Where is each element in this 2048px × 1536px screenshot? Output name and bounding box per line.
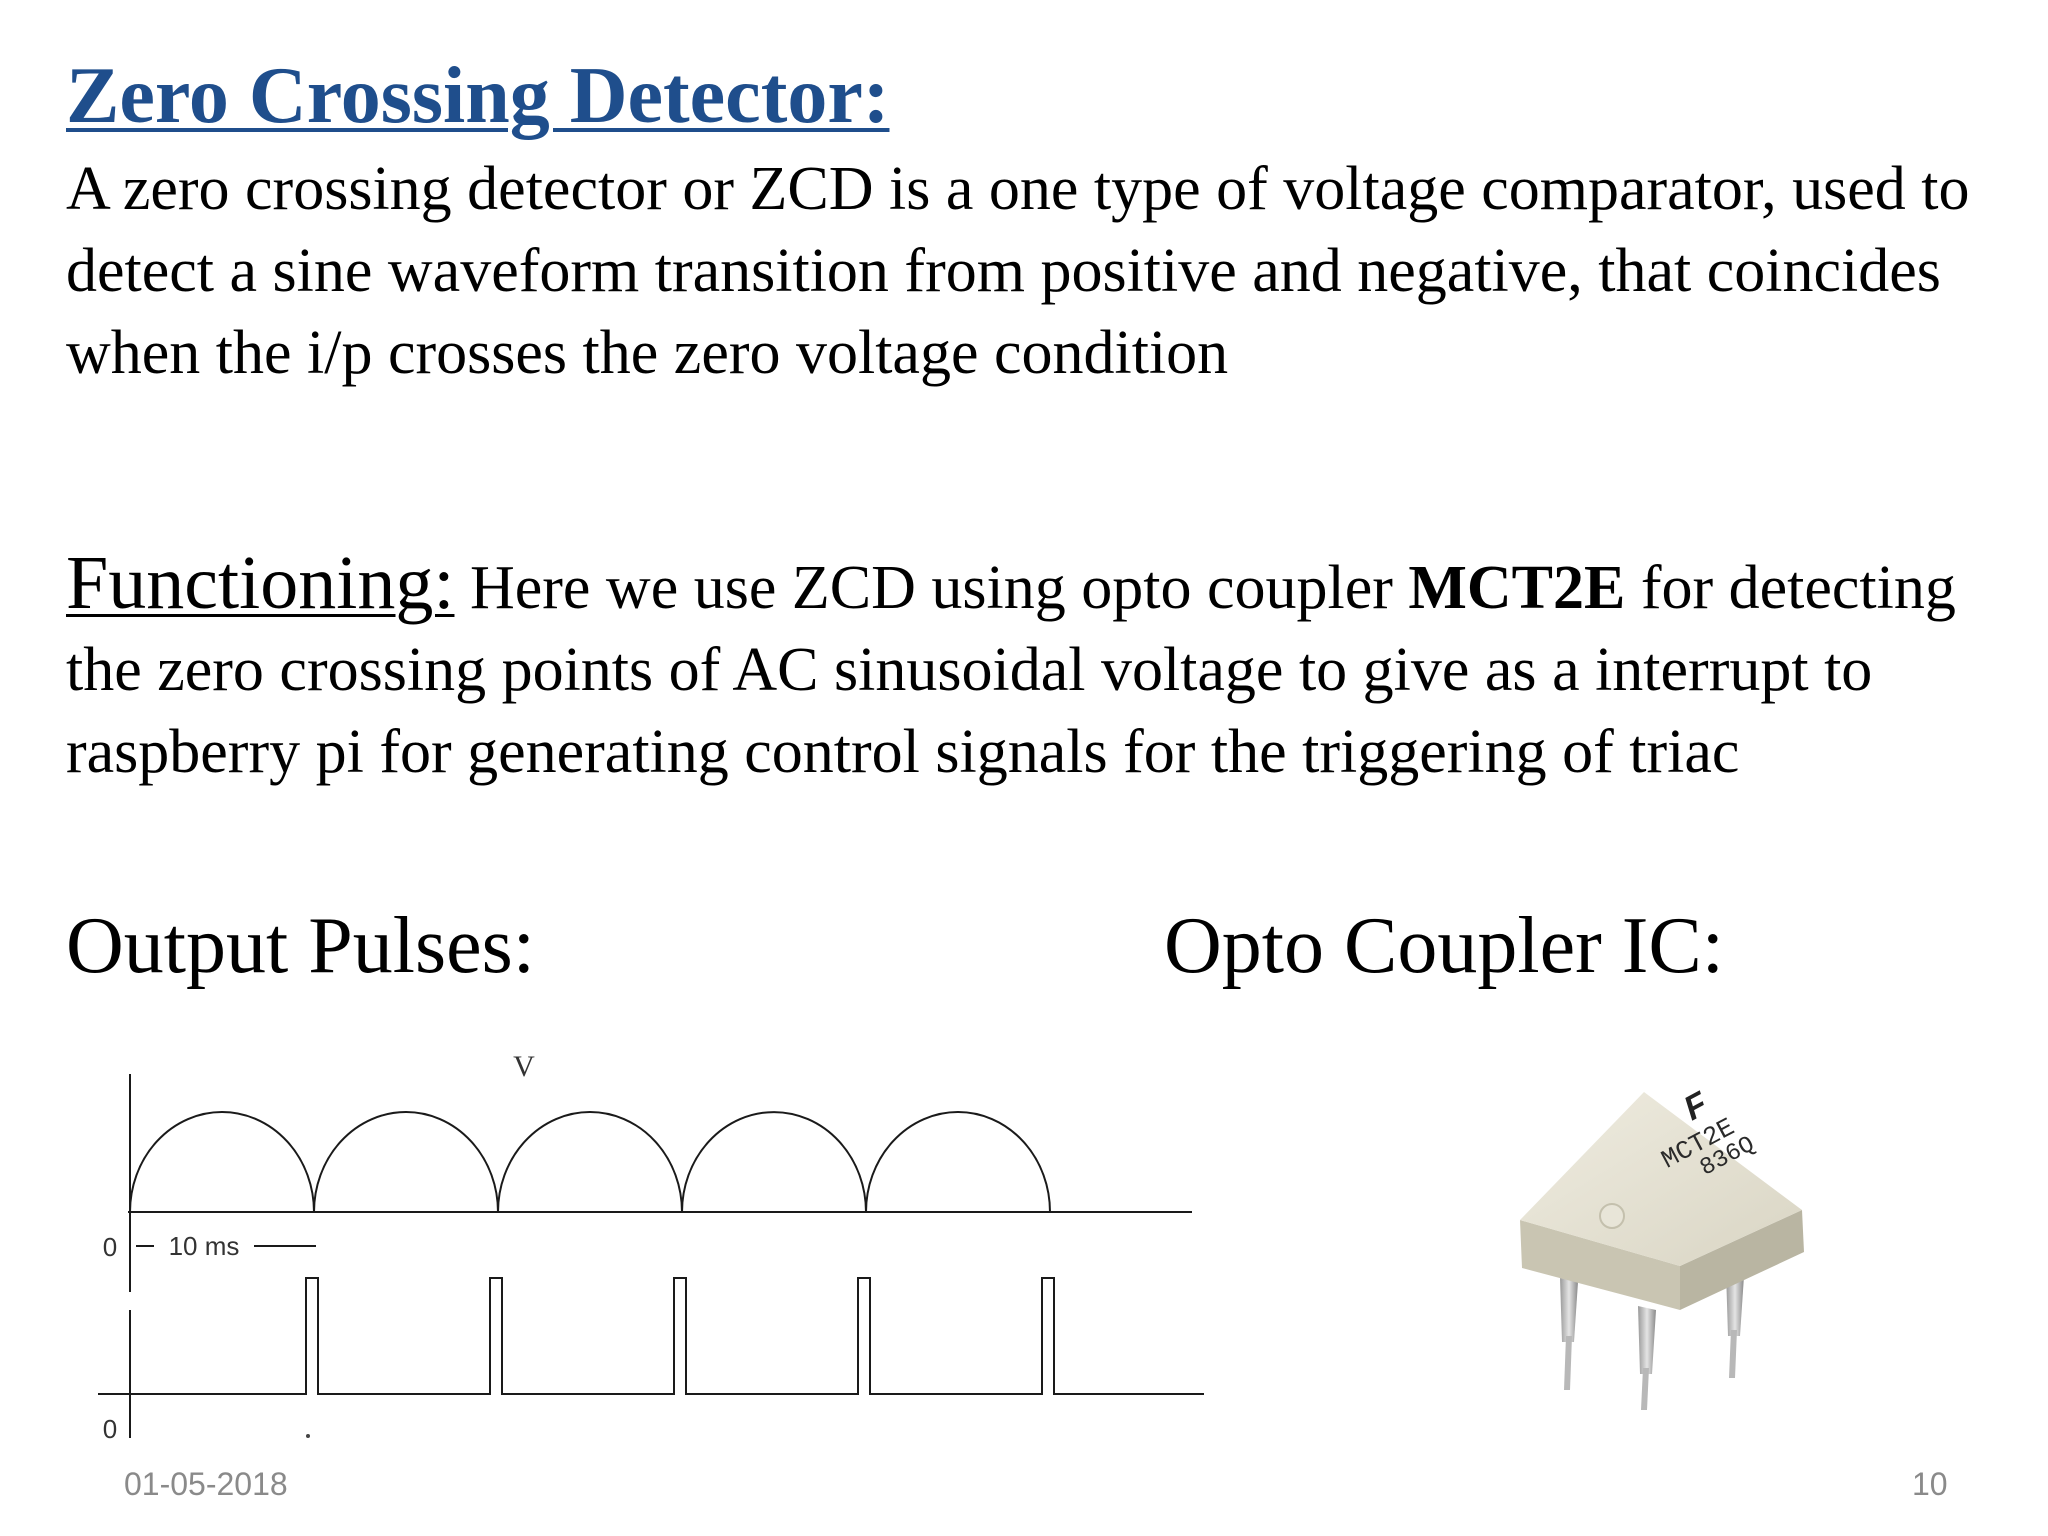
functioning-bold-term: MCT2E (1408, 554, 1626, 622)
pulse-train (130, 1277, 1204, 1395)
pin1-dimple (1599, 1203, 1625, 1229)
mct2e-ic-image: F MCT2E 836Q (1520, 1084, 1804, 1410)
intro-paragraph: A zero crossing detector or ZCD is a one… (66, 155, 1970, 387)
functioning-text-after: for detecting the zero crossing points o… (66, 554, 1956, 786)
v-label: V (513, 1050, 535, 1083)
ic-front-face (1520, 1220, 1680, 1310)
functioning-text-before: Here we use ZCD using opto coupler (454, 554, 1409, 622)
zero-label-bottom: 0 (103, 1414, 117, 1444)
output-pulses-diagram: V 0 10 ms 0 (98, 1050, 1204, 1444)
output-pulses-label: Output Pulses: (66, 902, 535, 990)
zero-label-top: 0 (103, 1232, 117, 1262)
opto-coupler-label: Opto Coupler IC: (1164, 902, 1724, 990)
footer-date: 01-05-2018 (124, 1466, 288, 1502)
functioning-label: Functioning: (66, 541, 455, 625)
rectified-sine-wave (129, 1111, 1051, 1213)
ic-leads (1560, 1272, 1744, 1410)
functioning-paragraph: Functioning: Here we use ZCD using opto … (66, 542, 1986, 793)
ic-side-face (1680, 1210, 1804, 1310)
page-number: 10 (1912, 1466, 1948, 1502)
stray-dot (306, 1434, 310, 1438)
period-label: 10 ms (169, 1231, 240, 1261)
ic-top-face (1520, 1092, 1802, 1266)
slide-title: Zero Crossing Detector: (66, 52, 890, 140)
